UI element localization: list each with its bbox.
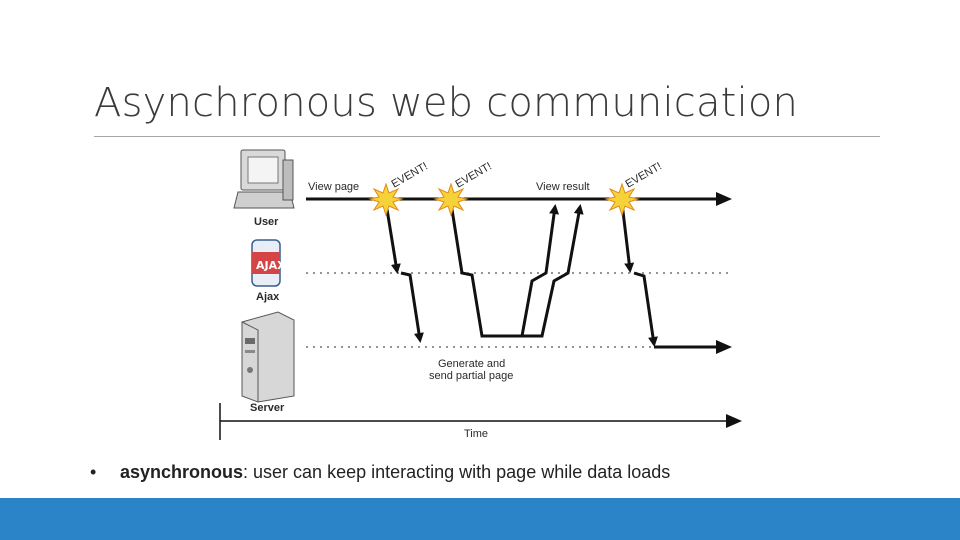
view-result-label: View result	[536, 181, 590, 193]
actor-label-ajax: Ajax	[256, 291, 280, 303]
slide-title: Asynchronous web communication	[94, 80, 799, 126]
starburst-icon	[604, 182, 640, 217]
flow-roundtrip	[449, 202, 560, 338]
bullet-term: asynchronous	[120, 462, 244, 482]
starburst-icon	[433, 182, 469, 217]
time-axis-label: Time	[464, 428, 488, 440]
flow-down-3	[620, 202, 635, 273]
actor-label-server: Server	[250, 402, 285, 414]
generate-label-line1: Generate and	[438, 358, 505, 370]
event-label-2: EVENT!	[454, 160, 494, 190]
flow-down-4	[633, 271, 658, 347]
title-divider	[94, 136, 880, 137]
server-tower-icon	[241, 311, 295, 403]
starburst-icon	[368, 182, 404, 217]
bullet-point: • asynchronous: user can keep interacting…	[90, 462, 670, 483]
flow-down-2	[400, 271, 424, 343]
event-label-3: EVENT!	[624, 160, 664, 190]
ajax-can-icon: AJAX	[251, 239, 286, 287]
generate-label-line2: send partial page	[429, 370, 513, 382]
bullet-marker: •	[90, 462, 97, 482]
event-label-1: EVENT!	[390, 160, 430, 190]
flow-return	[492, 204, 584, 338]
bullet-text: : user can keep interacting with page wh…	[243, 462, 671, 482]
view-page-label: View page	[308, 181, 359, 193]
svg-text:AJAX: AJAX	[256, 259, 286, 272]
actor-label-user: User	[254, 216, 279, 228]
footer-accent-bar	[0, 498, 960, 540]
flow-down-1	[384, 202, 401, 274]
computer-icon	[233, 149, 295, 209]
